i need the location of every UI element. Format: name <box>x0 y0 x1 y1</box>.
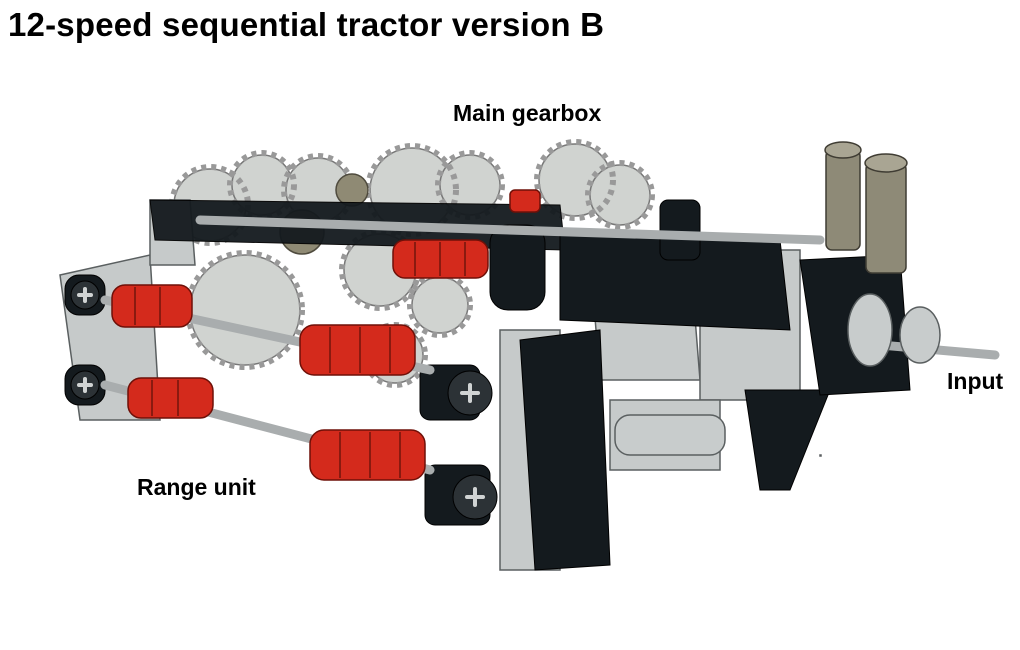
shifter-range-4 <box>309 429 426 481</box>
gray-bushings <box>614 293 941 457</box>
diagram-title: 12-speed sequential tractor version B <box>8 6 605 43</box>
shifter-range-2 <box>299 324 416 376</box>
range-unit-label: Range unit <box>137 474 256 500</box>
shifter-range-1 <box>111 284 193 328</box>
input-pins <box>824 141 908 274</box>
gear <box>589 164 651 226</box>
shifter-range-3 <box>127 377 214 419</box>
input-label: Input <box>947 368 1004 394</box>
main-gearbox-label: Main gearbox <box>453 100 602 126</box>
shifter-main-2 <box>509 189 541 213</box>
